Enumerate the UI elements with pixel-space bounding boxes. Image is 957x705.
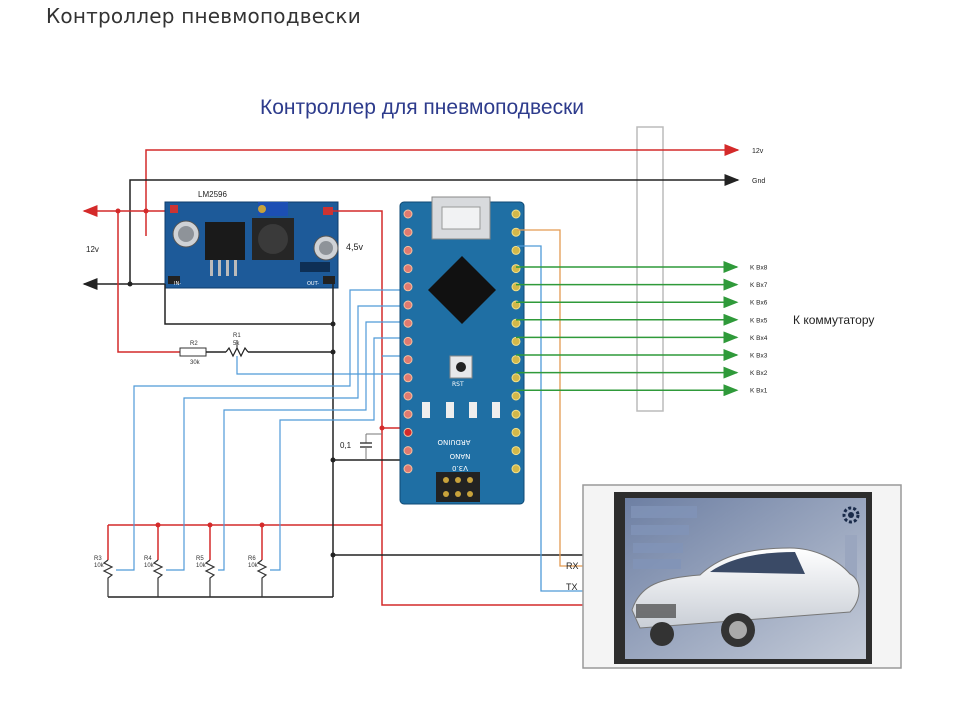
output-wires xyxy=(516,261,739,397)
pin-right-3 xyxy=(511,264,521,274)
pin-left-9 xyxy=(403,373,413,383)
wire-12v-bus xyxy=(145,144,740,236)
output-label-6: K Bx3 xyxy=(750,353,768,360)
sensor-resistors xyxy=(102,559,268,597)
pin-left-10 xyxy=(403,391,413,401)
outputs-label: К коммутатору xyxy=(793,313,874,327)
r2-label: R2 xyxy=(190,341,198,347)
pin-left-5 xyxy=(403,300,413,310)
wire-divider-in xyxy=(117,211,180,353)
capacitor-label: 0,1 xyxy=(340,441,352,450)
wire-gnd-bus xyxy=(129,174,740,284)
output-label-4: K Bx5 xyxy=(750,317,768,324)
pin-right-14 xyxy=(511,464,521,474)
page-title: Контроллер пневмоподвески xyxy=(46,4,361,28)
arduino-text-2: NANO xyxy=(449,452,470,460)
r1-value: 5k xyxy=(233,341,240,347)
display-photo xyxy=(582,484,902,669)
pin-left-1 xyxy=(403,227,413,237)
lm2596-module: IN- OUT- xyxy=(164,201,339,289)
label-tx: TX xyxy=(566,582,578,592)
output-label-7: K Bx2 xyxy=(750,370,768,377)
r2-value: 30k xyxy=(190,360,201,366)
pin-right-7 xyxy=(511,336,521,346)
arduino-text-3: V3.0 xyxy=(452,464,468,472)
pin-right-13 xyxy=(511,446,521,456)
pin-right-2 xyxy=(511,245,521,255)
label-output-voltage: 4,5v xyxy=(346,242,364,252)
output-label-5: K Bx4 xyxy=(750,335,768,342)
output-label-8: K Bx1 xyxy=(750,388,768,395)
pin-left-3 xyxy=(403,264,413,274)
resistor-r1 xyxy=(225,340,249,358)
diagram-title: Контроллер для пневмоподвески xyxy=(260,96,584,119)
svg-text:OUT-: OUT- xyxy=(307,281,319,287)
pin-right-0 xyxy=(511,209,521,219)
resistor-r2 xyxy=(179,347,207,357)
arduino-text-1: ARDUINO xyxy=(437,438,470,446)
pin-right-9 xyxy=(511,373,521,383)
r1-label: R1 xyxy=(233,333,241,339)
reset-label: RST xyxy=(452,381,464,388)
gear-icon xyxy=(842,506,860,524)
pin-left-2 xyxy=(403,245,413,255)
pin-left-11 xyxy=(403,409,413,419)
pin-right-10 xyxy=(511,391,521,401)
pin-right-11 xyxy=(511,409,521,419)
label-gnd: Gnd xyxy=(752,178,765,185)
wire-tx xyxy=(517,245,588,592)
pin-right-5 xyxy=(511,300,521,310)
pin-left-4 xyxy=(403,282,413,292)
pin-left-12 xyxy=(403,427,413,437)
output-label-3: K Bx6 xyxy=(750,300,768,307)
connector-block xyxy=(636,126,664,412)
wires-analog xyxy=(116,289,402,571)
label-input-voltage: 12v xyxy=(86,245,99,254)
pin-left-6 xyxy=(403,318,413,328)
sensor-r5-name: R5 xyxy=(196,556,204,562)
pin-left-14 xyxy=(403,464,413,474)
sensor-r4-name: R4 xyxy=(144,556,152,562)
sensor-r3-name: R3 xyxy=(94,556,102,562)
label-12v: 12v xyxy=(752,148,764,155)
output-label-2: K Bx7 xyxy=(750,282,768,289)
output-labels: K Bx8 K Bx7 K Bx6 K Bx5 K Bx4 K Bx3 K Bx2 K Bx1 xyxy=(750,265,768,395)
output-label-1: K Bx8 xyxy=(750,265,768,272)
arduino-pins-left xyxy=(403,209,413,474)
capacitor xyxy=(360,433,382,460)
pin-left-7 xyxy=(403,336,413,346)
arduino-nano-board xyxy=(399,196,525,505)
pin-left-8 xyxy=(403,355,413,365)
pin-right-12 xyxy=(511,427,521,437)
regulator-name: LM2596 xyxy=(198,190,227,199)
sensor-r6-value: 10k xyxy=(248,563,259,569)
pin-left-13 xyxy=(403,446,413,456)
sensor-r5-value: 10k xyxy=(196,563,207,569)
pin-right-8 xyxy=(511,355,521,365)
sensor-r3-value: 10k xyxy=(94,563,105,569)
label-rx: RX xyxy=(566,561,579,571)
wire-5v-main xyxy=(333,210,588,606)
arduino-pins-right xyxy=(511,209,521,474)
svg-text:IN-: IN- xyxy=(174,281,181,287)
pin-left-0 xyxy=(403,209,413,219)
wire-rx xyxy=(517,229,588,567)
sensor-r4-value: 10k xyxy=(144,563,155,569)
sensor-r6-name: R6 xyxy=(248,556,256,562)
